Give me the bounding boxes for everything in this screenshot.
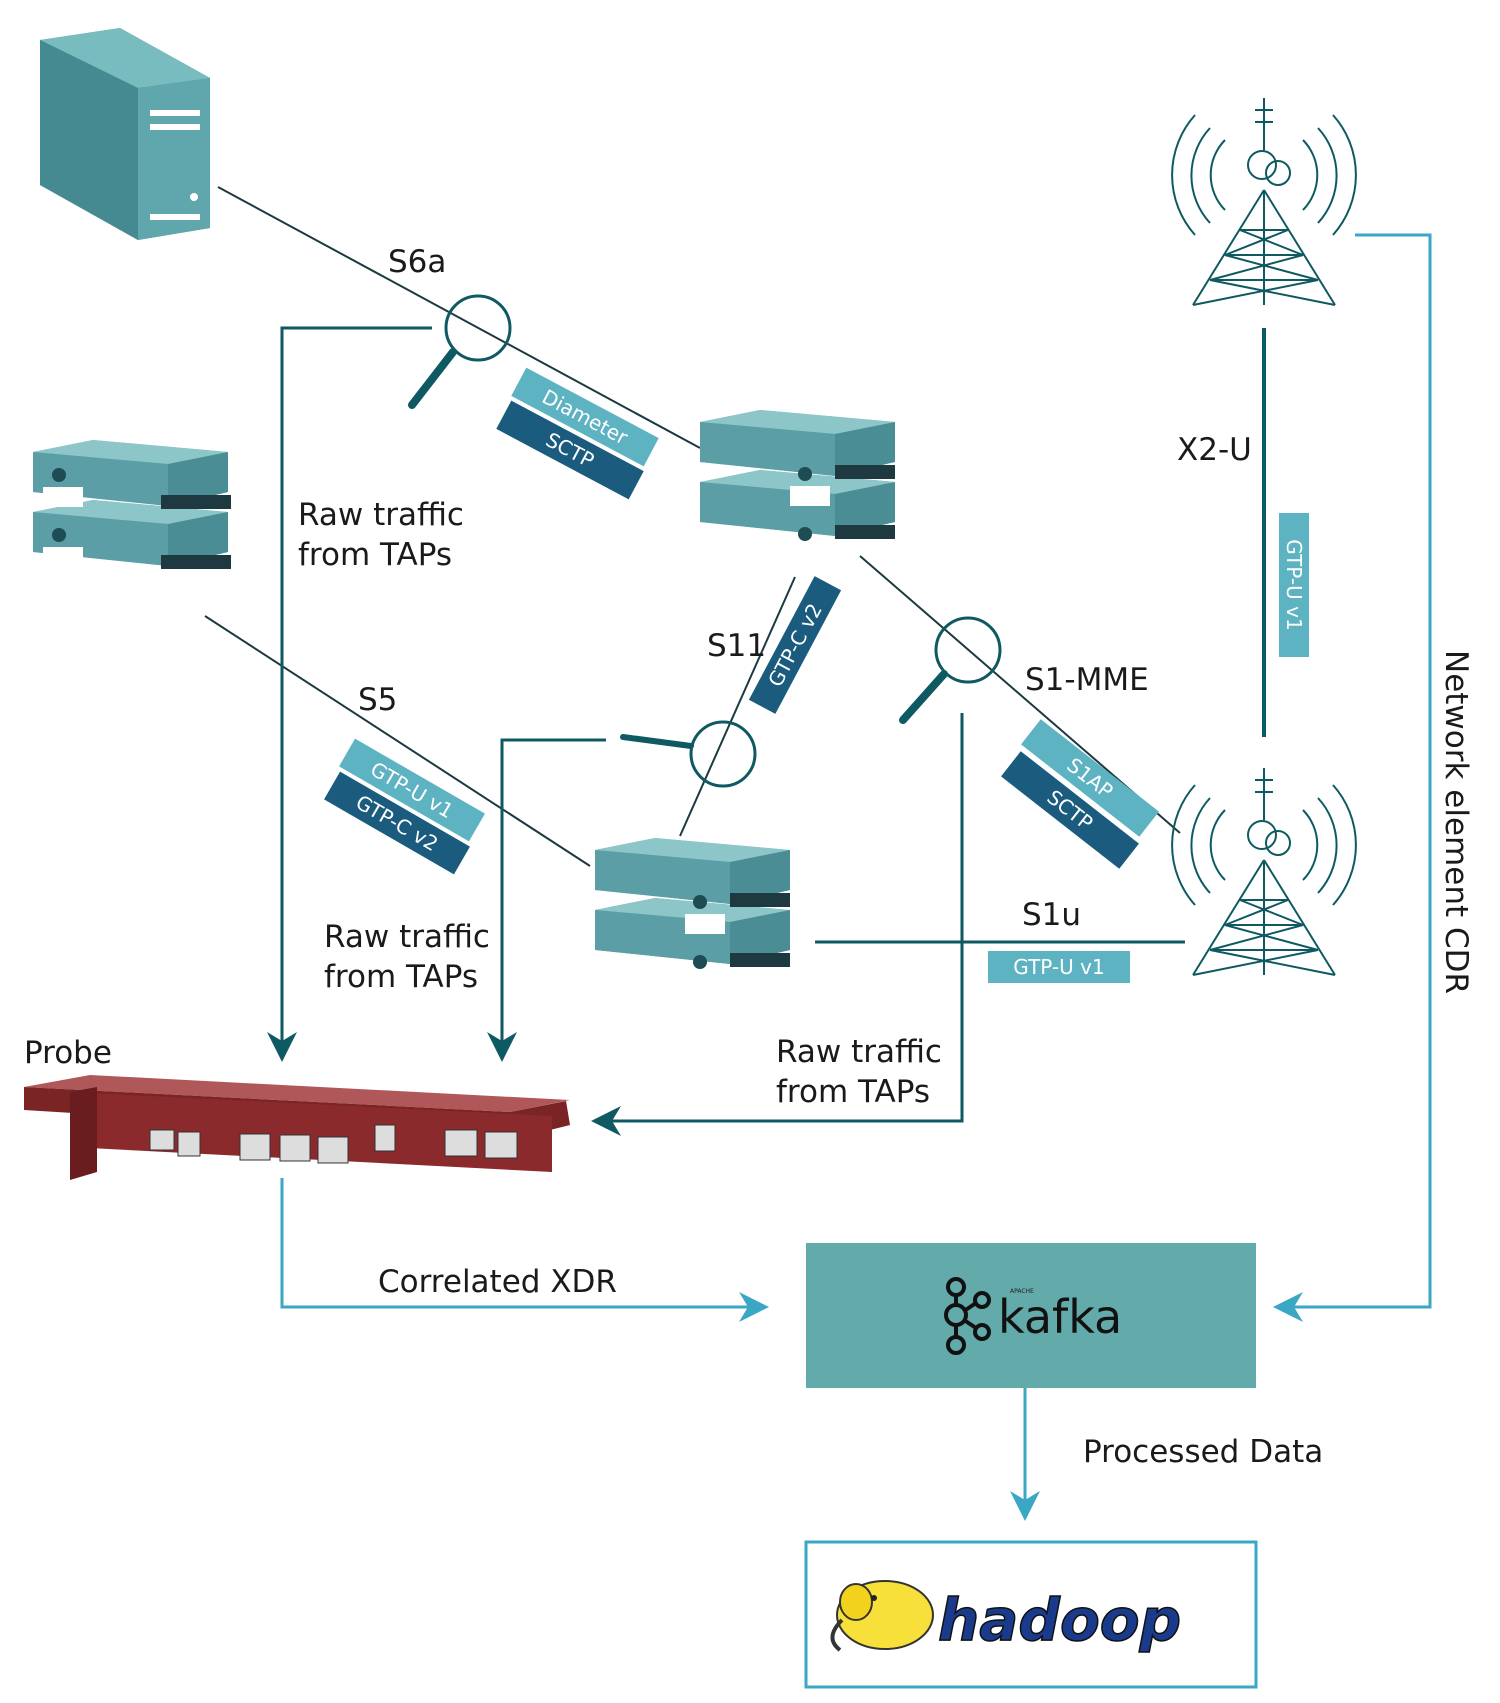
tap-feed-1 (267, 326, 432, 1062)
svg-text:GTP-C v2: GTP-C v2 (763, 599, 827, 690)
pgw-server-icon (33, 440, 231, 569)
s11-link (679, 576, 796, 837)
sgw-server-icon (595, 838, 790, 994)
label-s6a: S6a (388, 244, 446, 280)
tap-s1mme-icon (899, 616, 1002, 724)
tap-s11-icon (620, 720, 757, 788)
label-network-cdr: Network element CDR (1438, 650, 1474, 994)
probe-appliance-icon (24, 1075, 570, 1180)
s5-link (204, 615, 591, 867)
label-raw1-line2: from TAPs (298, 537, 452, 573)
svg-text:GTP-U v1: GTP-U v1 (1282, 539, 1306, 630)
tap-s6a-icon (408, 294, 512, 409)
cdr-flow (1273, 233, 1432, 1322)
label-raw3-line2: from TAPs (776, 1074, 930, 1110)
label-correlated-xdr: Correlated XDR (378, 1264, 617, 1300)
mme-server-icon (700, 410, 895, 566)
kafka-logo-icon (944, 1277, 991, 1355)
kafka-apache-text: APACHE (1010, 1288, 1034, 1295)
kafka-box (806, 1243, 1256, 1388)
label-s5: S5 (358, 682, 397, 718)
tag-gtpu-s1u: GTP-U v1 (988, 951, 1130, 983)
label-raw2-line1: Raw traffic (324, 919, 490, 955)
label-raw3-line1: Raw traffic (776, 1034, 942, 1070)
hadoop-logo-text: hadoop (938, 1586, 1181, 1654)
xdr-flow (280, 1178, 769, 1322)
cell-tower-top-icon (1171, 98, 1357, 306)
svg-text:GTP-U v1: GTP-U v1 (1013, 955, 1104, 979)
hss-server-icon (40, 28, 210, 240)
cell-tower-bottom-icon (1171, 768, 1357, 976)
label-x2u: X2-U (1177, 432, 1252, 468)
label-s1mme: S1-MME (1025, 662, 1149, 698)
label-s11: S11 (707, 628, 766, 664)
tap-feed-3 (591, 713, 964, 1136)
label-probe: Probe (24, 1035, 112, 1071)
hadoop-elephant-icon (830, 1580, 934, 1652)
label-raw1-line1: Raw traffic (298, 497, 464, 533)
tag-gtpu-x2: GTP-U v1 (1279, 513, 1309, 657)
kafka-logo-text: kafka (998, 1290, 1122, 1344)
s6a-link (217, 186, 701, 449)
label-s1u: S1u (1022, 897, 1081, 933)
label-raw2-line2: from TAPs (324, 959, 478, 995)
tap-feed-2 (487, 738, 606, 1062)
label-processed-data: Processed Data (1083, 1434, 1323, 1470)
